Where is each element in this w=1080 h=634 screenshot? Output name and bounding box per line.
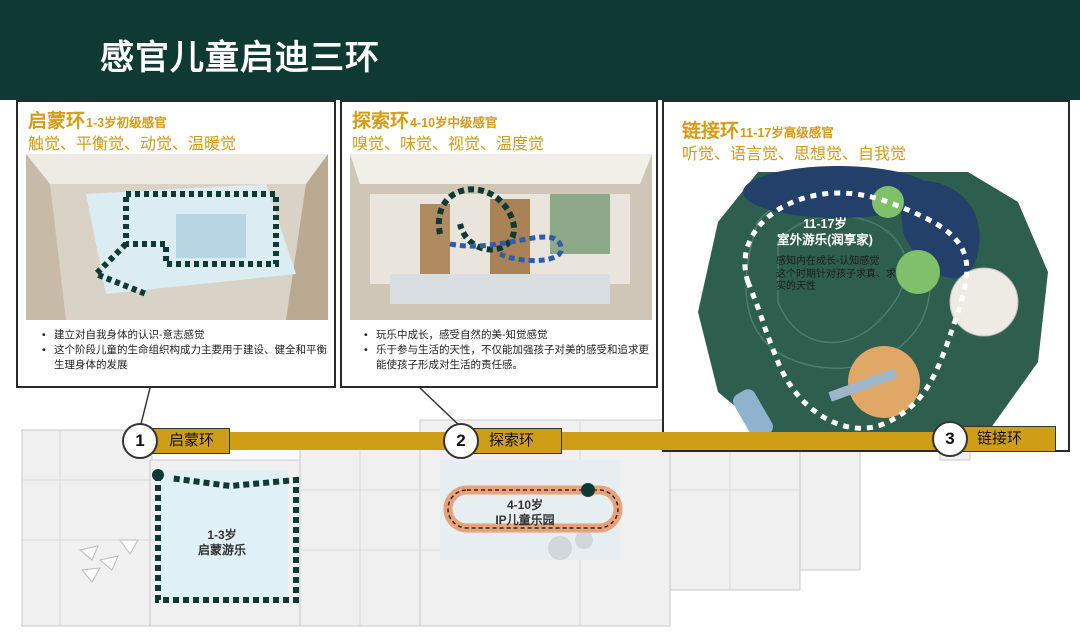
ring-card-3: 链接环11-17岁高级感官 听觉、语言觉、思想觉、自我觉 bbox=[662, 100, 1070, 452]
ring-timeline-bar bbox=[140, 432, 1040, 450]
bullet-item: 建立对自我身体的认识-意志感觉 bbox=[42, 328, 332, 343]
card-senses: 触觉、平衡觉、动觉、温暖觉 bbox=[28, 136, 237, 153]
zone-note: 这个时期针对孩子求真、求实的天性 bbox=[776, 268, 896, 293]
zone-note: 感知内在成长-认知感觉 bbox=[776, 256, 880, 267]
card-senses: 嗅觉、味觉、视觉、温度觉 bbox=[352, 136, 545, 153]
bullet-list: 建立对自我身体的认识-意志感觉 这个阶段儿童的生命组织构成力主要用于建设、健全和… bbox=[42, 328, 332, 373]
bullet-item: 乐于参与生活的天性，不仅能加强孩子对美的感受和追求更能使孩子形成对生活的责任感。 bbox=[364, 343, 656, 373]
zone-label-1: 1-3岁 启蒙游乐 bbox=[197, 528, 246, 557]
page-title: 感官儿童启迪三环 bbox=[100, 39, 380, 77]
zone-label-3: 11-17岁 室外游乐(润享家) bbox=[777, 217, 873, 247]
render-image bbox=[26, 154, 328, 320]
bullet-list: 玩乐中成长，感受自然的美-知觉感觉 乐于参与生活的天性，不仅能加强孩子对美的感受… bbox=[364, 328, 656, 373]
bullet-item: 玩乐中成长，感受自然的美-知觉感觉 bbox=[364, 328, 656, 343]
zone-3-notes: 感知内在成长-认知感觉 这个时期针对孩子求真、求实的天性 bbox=[776, 256, 896, 294]
ring-number-1: 1 bbox=[122, 423, 158, 459]
ring-card-2: 探索环4-10岁中级感官 嗅觉、味觉、视觉、温度觉 玩乐中成长，感受自然的美-知… bbox=[340, 100, 658, 388]
card-senses: 听觉、语言觉、思想觉、自我觉 bbox=[682, 146, 907, 163]
card-title: 启蒙环1-3岁初级感官 bbox=[28, 111, 167, 132]
header-bar: 感官儿童启迪三环 bbox=[0, 0, 1080, 100]
ring-card-1: 启蒙环1-3岁初级感官 触觉、平衡觉、动觉、温暖觉 建立对自我身体的认识-意志感… bbox=[16, 100, 336, 388]
ring-number-2: 2 bbox=[443, 423, 479, 459]
outdoor-plan-map bbox=[688, 162, 1062, 450]
bullet-item: 这个阶段儿童的生命组织构成力主要用于建设、健全和平衡生理身体的发展 bbox=[42, 343, 332, 373]
card-title: 链接环11-17岁高级感官 bbox=[682, 121, 834, 142]
ring-number-3: 3 bbox=[932, 421, 968, 457]
card-title: 探索环4-10岁中级感官 bbox=[352, 111, 498, 132]
render-image bbox=[350, 154, 652, 320]
zone-label-2: 4-10岁 IP儿童乐园 bbox=[495, 498, 555, 527]
